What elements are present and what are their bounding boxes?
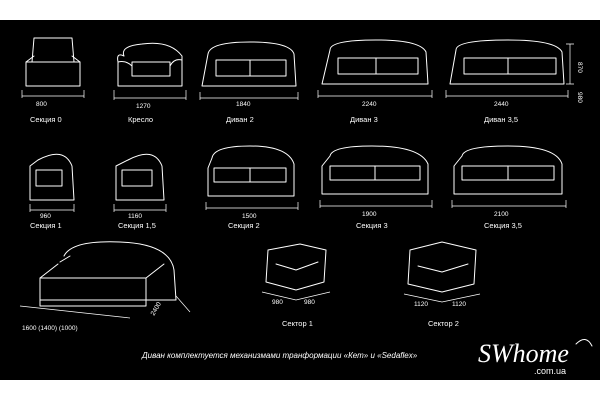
dimension-bed-width: 1600 (1400) (1000) bbox=[22, 325, 78, 332]
label-armchair: Кресло bbox=[128, 115, 153, 124]
label-section-1: Секция 1 bbox=[30, 221, 62, 230]
label-section-1-5: Секция 1,5 bbox=[118, 221, 156, 230]
dimension-sector-1-left: 980 bbox=[272, 299, 283, 306]
dimension-armchair: 1270 bbox=[136, 103, 151, 110]
dimension-sofa-3: 2240 bbox=[362, 101, 377, 108]
furniture-sector-1: 980 980 Сектор 1 bbox=[261, 243, 331, 328]
furniture-section-3: 1900 Секция 3 bbox=[319, 145, 433, 230]
label-sector-2: Сектор 2 bbox=[428, 319, 459, 328]
swhome-logo: SWhome .com.ua bbox=[478, 339, 593, 376]
dimension-section-0: 800 bbox=[36, 101, 47, 108]
label-sector-1: Сектор 1 bbox=[282, 319, 313, 328]
dimension-height-sofa-3-5: 870 bbox=[576, 62, 583, 73]
furniture-sofa-bed-unfolded: 1600 (1400) (1000) 2400 bbox=[19, 241, 191, 332]
dimension-bed-length: 2400 bbox=[150, 301, 163, 317]
furniture-sector-2: 1120 1120 Сектор 2 bbox=[403, 241, 481, 328]
dimension-sector-2-left: 1120 bbox=[414, 301, 428, 308]
furniture-armchair: 1270 Кресло bbox=[113, 42, 187, 124]
dimension-sector-2-right: 1120 bbox=[452, 301, 466, 308]
furniture-section-3-5: 2100 Секция 3,5 bbox=[451, 145, 567, 230]
label-sofa-3-5: Диван 3,5 bbox=[484, 115, 518, 124]
dimension-section-2: 1500 bbox=[242, 213, 257, 220]
furniture-section-2: 1500 Секция 2 bbox=[205, 145, 299, 230]
dimension-section-3: 1900 bbox=[362, 211, 377, 218]
label-section-3: Секция 3 bbox=[356, 221, 388, 230]
furniture-section-1: 960 Секция 1 bbox=[29, 153, 75, 230]
furniture-sofa-3: 2240 Диван 3 bbox=[317, 39, 433, 124]
bottom-border bbox=[0, 380, 600, 400]
dimension-section-3-5: 2100 bbox=[494, 211, 509, 218]
furniture-section-0: 800 Секция 0 bbox=[21, 37, 85, 124]
furniture-sofa-2: 1840 Диван 2 bbox=[199, 41, 299, 124]
top-border bbox=[0, 0, 600, 20]
mechanism-caption: Диван комплектуется механизмами транформ… bbox=[141, 351, 418, 360]
dimension-depth-sofa-3-5: 980 bbox=[576, 92, 583, 103]
logo-domain: .com.ua bbox=[534, 366, 566, 376]
label-section-2: Секция 2 bbox=[228, 221, 260, 230]
label-sofa-2: Диван 2 bbox=[226, 115, 254, 124]
dimension-sofa-3-5: 2440 bbox=[494, 101, 509, 108]
furniture-sofa-3-5: 870 980 2440 Диван 3,5 bbox=[445, 39, 583, 124]
label-section-3-5: Секция 3,5 bbox=[484, 221, 522, 230]
label-sofa-3: Диван 3 bbox=[350, 115, 378, 124]
dimension-sofa-2: 1840 bbox=[236, 101, 251, 108]
label-section-0: Секция 0 bbox=[30, 115, 62, 124]
dimension-section-1: 960 bbox=[40, 213, 51, 220]
logo-name: SWhome bbox=[478, 339, 569, 368]
logo-swoosh-icon bbox=[575, 339, 593, 347]
dimension-section-1-5: 1160 bbox=[128, 213, 142, 220]
furniture-section-1-5: 1160 Секция 1,5 bbox=[113, 153, 167, 230]
dimension-sector-1-right: 980 bbox=[304, 299, 315, 306]
